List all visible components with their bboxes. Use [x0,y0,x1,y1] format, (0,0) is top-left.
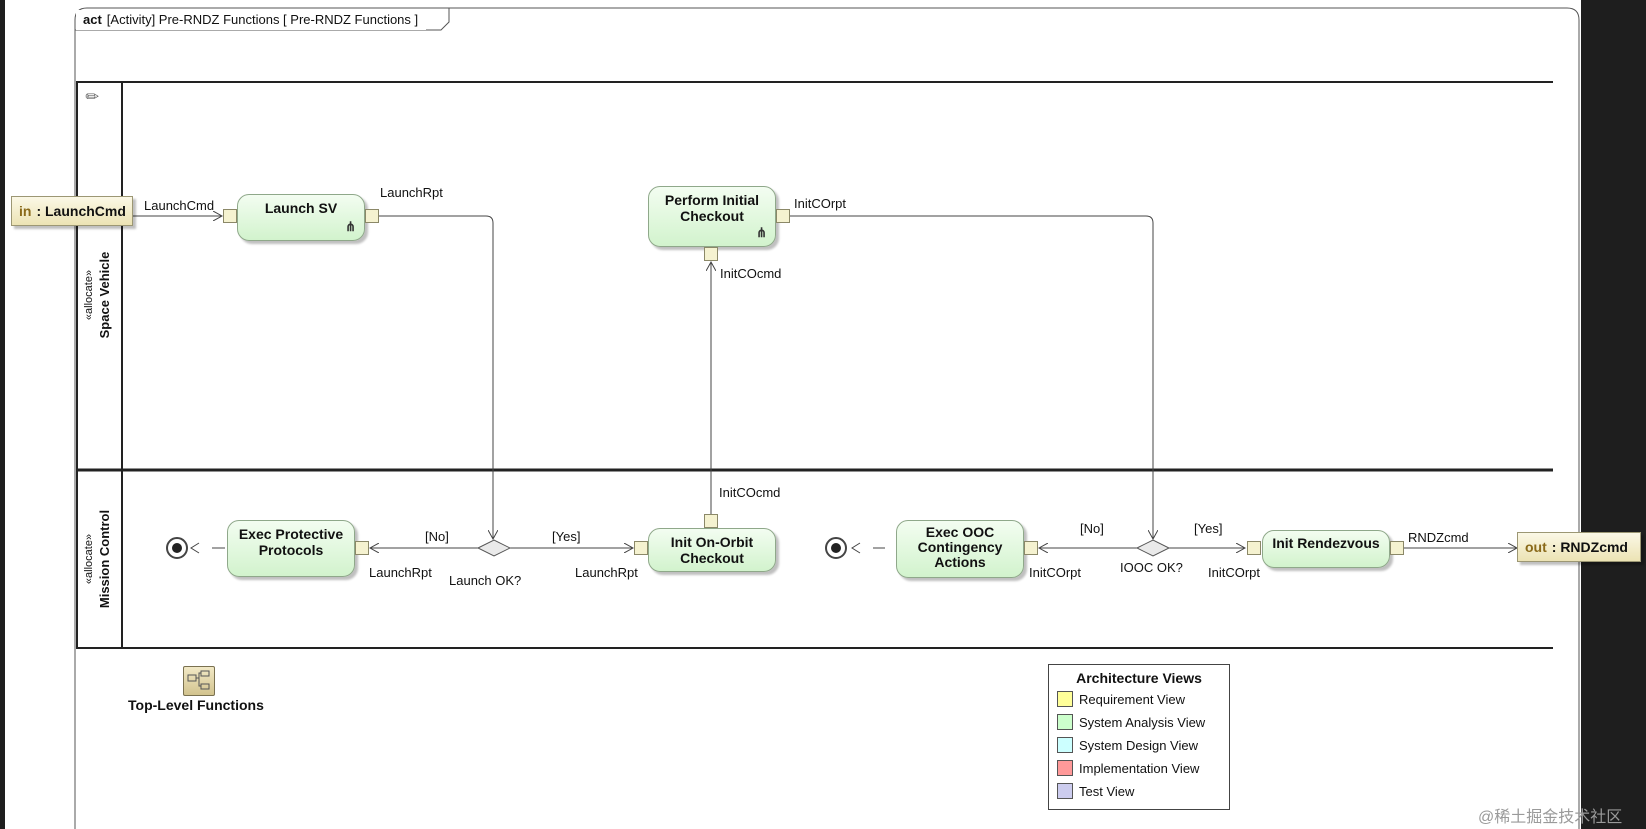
legend-label: Implementation View [1079,761,1200,776]
frame-border [74,7,1580,829]
frame-name: [Activity] Pre-RNDZ Functions [ Pre-RNDZ… [106,12,419,27]
pin-label: LaunchRpt [369,565,432,580]
launch-ok-decision [476,539,512,557]
legend-label: Requirement View [1079,692,1185,707]
right-window-border [1581,0,1646,829]
pin-label: LaunchRpt [575,565,638,580]
swimlane-mission-control[interactable]: «allocate» Mission Control [82,429,112,689]
pin-initcocmd-out[interactable] [704,514,718,528]
action-perform-initial-checkout[interactable]: Perform Initial Checkout ⋔ [648,186,776,247]
action-label-line: Init On-Orbit [670,534,754,550]
legend-swatch [1057,737,1073,753]
action-label-line: Protocols [258,542,324,558]
pin-launchrpt-in-checkout[interactable] [634,541,648,555]
guard-label: [Yes] [1194,521,1223,536]
pin-label: InitCOrpt [1208,565,1261,580]
action-init-on-orbit-checkout[interactable]: Init On-Orbit Checkout [648,528,776,572]
legend-swatch [1057,714,1073,730]
param-direction: in [19,203,32,219]
action-label-line: Exec OOC [925,524,995,540]
pin-label: InitCOcmd [720,266,782,281]
param-name: : LaunchCmd [36,203,126,219]
legend-item: System Analysis View [1057,714,1221,737]
action-label-line: Perform Initial [664,192,760,208]
pin-launchrpt-out[interactable] [365,209,379,223]
action-init-rendezvous[interactable]: Init Rendezvous [1262,530,1390,568]
pin-rndzcmd-out[interactable] [1390,541,1404,555]
legend-swatch [1057,691,1073,707]
output-parameter-rndzcmd[interactable]: out: RNDZcmd [1517,532,1641,562]
activity-final-node[interactable] [166,537,188,559]
action-exec-ooc-contingency-actions[interactable]: Exec OOC Contingency Actions [896,520,1024,578]
pin-label: InitCOrpt [794,196,847,211]
action-label-line: Checkout [680,550,744,566]
pin-label: LaunchRpt [380,185,443,200]
package-name[interactable]: Top-Level Functions [128,697,264,713]
frame-title: act [Activity] Pre-RNDZ Functions [ Pre-R… [76,10,427,30]
param-direction: out [1525,539,1547,555]
action-label-line: Contingency [917,539,1003,555]
swimlane-name: Mission Control [97,509,112,609]
swimlane-stereotype: «allocate» [83,533,95,585]
pin-label: LaunchCmd [144,198,215,213]
frame-kind: act [83,12,102,27]
left-window-border [0,0,5,829]
legend-label: System Analysis View [1079,715,1206,730]
legend-item: Test View [1057,783,1221,806]
pin-initcorpt-out[interactable] [776,209,790,223]
legend-label: Test View [1079,784,1135,799]
legend-item: Requirement View [1057,691,1221,714]
legend-item: System Design View [1057,737,1221,760]
iooc-ok-decision [1135,539,1171,557]
pin-initcocmd-in[interactable] [704,247,718,261]
fork-icon: ⋔ [756,225,767,240]
pin-initcorpt-in-ooc[interactable] [1024,541,1038,555]
input-parameter-launchcmd[interactable]: in: LaunchCmd [11,196,133,226]
package-diagram-icon[interactable] [183,666,215,696]
fork-icon: ⋔ [345,219,356,234]
activity-final-node[interactable] [825,537,847,559]
frame-tab [75,8,450,31]
pin-label: InitCOcmd [719,485,781,500]
legend-swatch [1057,783,1073,799]
decision-label: IOOC OK? [1120,560,1183,575]
legend-title: Architecture Views [1076,670,1202,686]
architecture-views-legend: Architecture Views Requirement View Syst… [1048,664,1230,810]
guard-label: [Yes] [552,529,581,544]
action-exec-protective-protocols[interactable]: Exec Protective Protocols [227,520,355,577]
action-label-line: Actions [934,554,986,570]
guard-label: [No] [425,529,449,544]
action-label-line: Exec Protective [238,526,344,542]
pin-launchrpt-in-protective[interactable] [355,541,369,555]
legend-item: Implementation View [1057,760,1221,783]
param-name: : RNDZcmd [1551,539,1628,555]
legend-swatch [1057,760,1073,776]
action-label: Init Rendezvous [1272,535,1380,551]
legend-label: System Design View [1079,738,1198,753]
action-launch-sv[interactable]: Launch SV ⋔ [237,194,365,241]
action-label-line: Checkout [680,208,744,224]
action-label: Launch SV [264,200,338,216]
decision-label: Launch OK? [449,573,522,588]
pin-initcorpt-in-rndz[interactable] [1247,541,1261,555]
guard-label: [No] [1080,521,1104,536]
pin-label: InitCOrpt [1029,565,1082,580]
watermark: @稀土掘金技术社区 [1478,809,1623,826]
pin-label: RNDZcmd [1408,530,1469,545]
pin-launchcmd-in[interactable] [223,209,237,223]
